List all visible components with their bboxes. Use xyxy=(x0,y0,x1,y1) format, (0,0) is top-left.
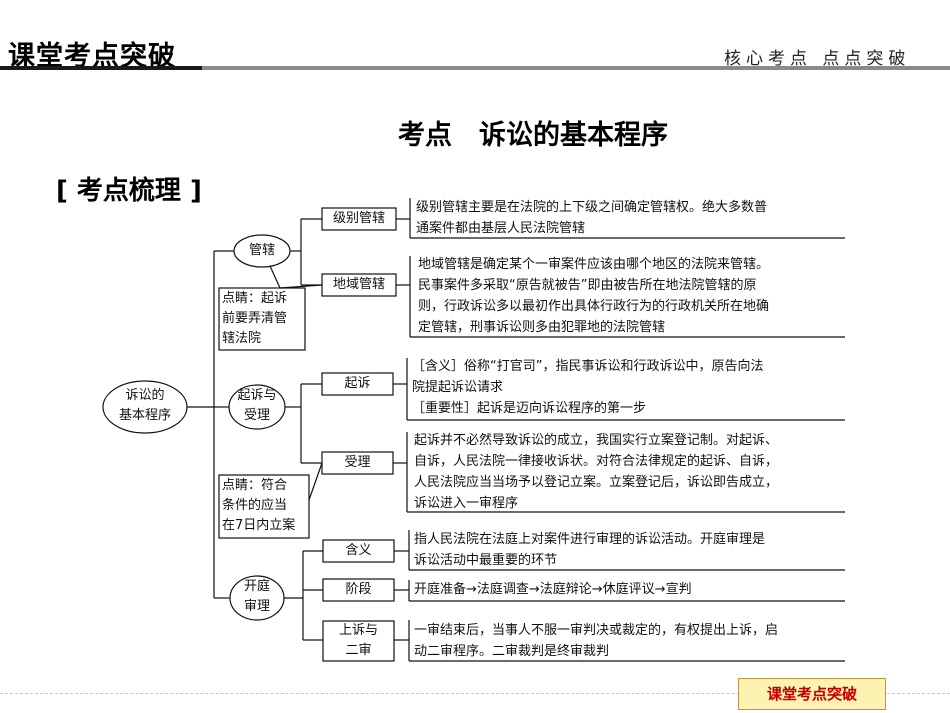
text-line: 民事案件多采取“原告就被告”即由被告所在地法院管辖的原 xyxy=(418,278,757,293)
text-line: ［重要性］起诉是迈向诉讼程序的第一步 xyxy=(412,401,647,416)
filing-node-line: 起诉与 xyxy=(237,388,277,403)
text-line: 诉讼活动中最重要的环节 xyxy=(414,553,558,568)
text-line: 指人民法院在法庭上对案件进行审理的诉讼活动。开庭审理是 xyxy=(414,532,766,547)
jurisdiction-node: 管辖 xyxy=(248,243,275,258)
jurisdiction-note-outline xyxy=(218,287,306,351)
footer-nav-button[interactable]: 课堂考点突破 xyxy=(738,678,886,710)
root-node-line: 基本程序 xyxy=(118,408,171,423)
accept-text: 起诉并不必然导致诉讼的成立，我国实行立案登记制。对起诉、 自诉，人民法院一律接收… xyxy=(414,430,778,514)
filing-node-line: 受理 xyxy=(243,408,270,423)
jurisdiction-note: 点睛：起诉 前要弄清管 辖法院 xyxy=(219,288,305,349)
sue-label: 起诉 xyxy=(344,376,371,391)
text-line: 地域管辖是确定某个一审案件应该由哪个地区的法院来管辖。 xyxy=(418,257,770,272)
note-line: 点睛：符合 xyxy=(222,478,288,493)
header-divider-accent xyxy=(0,66,202,70)
trial-node-line: 开庭 xyxy=(243,579,270,594)
meaning-text: 指人民法院在法庭上对案件进行审理的诉讼活动。开庭审理是 诉讼活动中最重要的环节 xyxy=(414,529,765,571)
footer-divider xyxy=(0,693,950,694)
appeal-label-line: 上诉与 xyxy=(338,623,378,638)
level-jurisdiction-text: 级别管辖主要是在法院的上下级之间确定管辖权。绝大多数普 通案件都由基层人民法院管… xyxy=(416,197,767,239)
text-line: ［含义］俗称“打官司”，指民事诉讼和行政诉讼中，原告向法 xyxy=(412,359,764,374)
filing-note-outline xyxy=(218,474,310,539)
appeal-label-line: 二审 xyxy=(345,643,372,658)
text-line: 诉讼进入一审程序 xyxy=(414,496,519,511)
appeal-text: 一审结束后，当事人不服一审判决或裁定的，有权提出上诉，启 动二审程序。二审裁判是… xyxy=(414,620,778,662)
text-line: 级别管辖主要是在法院的上下级之间确定管辖权。绝大多数普 xyxy=(416,200,768,215)
note-line: 前要弄清管 xyxy=(222,311,288,326)
text-line: 自诉，人民法院一律接收诉状。对符合法律规定的起诉、自诉， xyxy=(414,454,779,469)
filing-node: 起诉与 受理 xyxy=(229,386,285,426)
appeal-box-outline xyxy=(322,620,395,662)
text-line: 动二审程序。二审裁判是终审裁判 xyxy=(414,644,610,659)
sue-text: ［含义］俗称“打官司”，指民事诉讼和行政诉讼中，原告向法 院提起诉讼请求 ［重要… xyxy=(412,356,763,419)
section-label: [ 考点梳理 ] xyxy=(56,176,202,206)
appeal-label: 上诉与 二审 xyxy=(323,621,394,661)
text-line: 开庭准备→法庭调查→法庭辩论→休庭评议→宣判 xyxy=(414,582,692,597)
header-divider xyxy=(0,66,950,70)
page-title: 考点 诉讼的基本程序 xyxy=(398,120,668,151)
header-tagline: 核心考点 点点突破 xyxy=(724,49,911,69)
territorial-jurisdiction-text: 地域管辖是确定某个一审案件应该由哪个地区的法院来管辖。 民事案件多采取“原告就被… xyxy=(418,254,769,338)
stages-label: 阶段 xyxy=(345,582,372,597)
text-line: 起诉并不必然导致诉讼的成立，我国实行立案登记制。对起诉、 xyxy=(414,433,779,448)
root-node: 诉讼的 基本程序 xyxy=(103,386,187,426)
trial-node: 开庭 审理 xyxy=(230,577,284,617)
accept-label: 受理 xyxy=(344,455,371,470)
text-line: 院提起诉讼请求 xyxy=(412,380,504,395)
note-line: 条件的应当 xyxy=(222,498,288,513)
text-line: 人民法院应当当场予以登记立案。立案登记后，诉讼即告成立， xyxy=(414,475,779,490)
meaning-label: 含义 xyxy=(345,543,372,558)
filing-note: 点睛：符合 条件的应当 在7日内立案 xyxy=(219,475,309,536)
stages-text: 开庭准备→法庭调查→法庭辩论→休庭评议→宣判 xyxy=(414,579,692,600)
text-line: 一审结束后，当事人不服一审判决或裁定的，有权提出上诉，启 xyxy=(414,623,779,638)
root-node-line: 诉讼的 xyxy=(125,388,165,403)
level-jurisdiction-label: 级别管辖 xyxy=(332,211,385,226)
text-line: 通案件都由基层人民法院管辖 xyxy=(416,221,586,236)
text-line: 定管辖，刑事诉讼则多由犯罪地的法院管辖 xyxy=(418,320,666,335)
note-line: 在7日内立案 xyxy=(222,518,296,533)
note-line: 辖法院 xyxy=(222,331,262,346)
note-line: 点睛：起诉 xyxy=(222,291,288,306)
text-line: 则，行政诉讼多以最初作出具体行政行为的行政机关所在地确 xyxy=(418,299,770,314)
territorial-jurisdiction-label: 地域管辖 xyxy=(332,277,385,292)
trial-node-line: 审理 xyxy=(243,599,270,614)
